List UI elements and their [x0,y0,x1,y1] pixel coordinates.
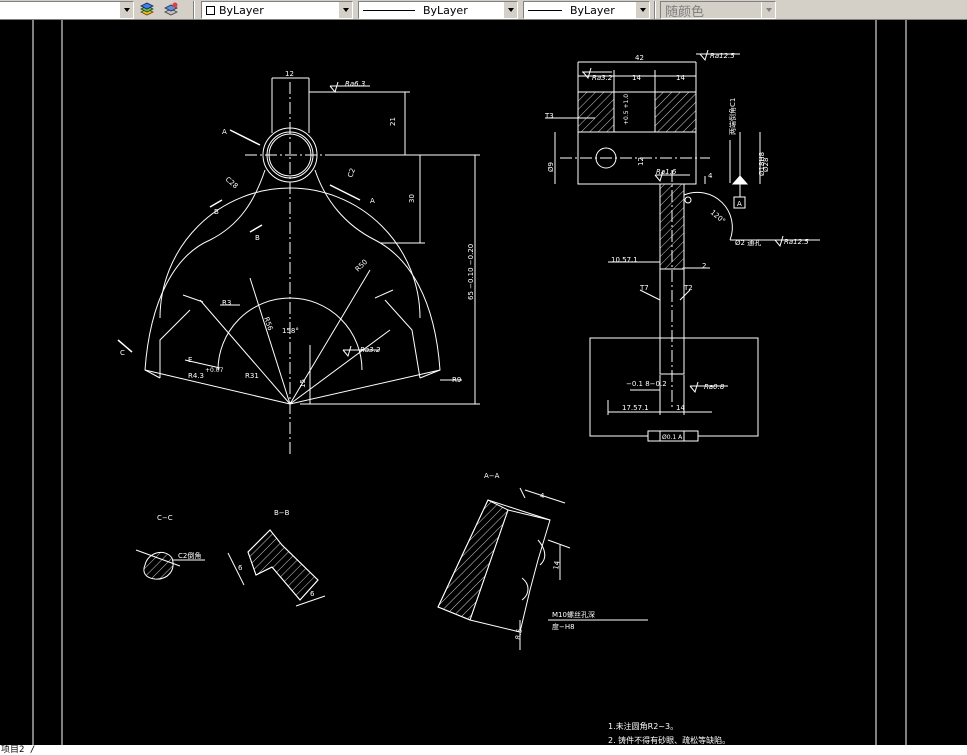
dim-r9: R9 [452,376,461,384]
section-aa-title: A−A [484,472,500,480]
section-bb-labels: B−B 6 6 [238,509,315,598]
section-mark-b1: B [214,208,219,216]
dim-w1057: 10.57.1 [611,256,638,264]
toolbar-separator [654,1,656,19]
section-mark-a2: A [370,197,375,205]
layer-previous-icon[interactable] [139,2,155,18]
section-mark-b2: B [255,234,260,242]
note-1: 1.未注圆角R2~3。 [608,721,678,731]
section-bb-title: B−B [274,509,290,517]
dim-r31: R31 [245,372,259,380]
dim-14a: 14 [632,74,641,82]
section-cc-labels: C−C C2倒角 [157,514,201,560]
layer-stack-icon[interactable] [163,2,179,18]
plotstyle-dropdown: 随颜色 [660,1,776,19]
toolbar-separator [193,1,195,19]
dim-tol43: +0.07 [205,367,224,374]
layer-dropdown[interactable] [0,1,134,19]
note-2: 2. 铸件不得有砂眼、疏松等缺陷。 [608,735,730,745]
chevron-down-icon[interactable] [338,2,352,18]
color-dropdown[interactable]: ByLayer [201,1,353,19]
dim-angle120: 120° [709,208,727,225]
section-aa-note2: 度−H8 [552,622,575,631]
section-mark-a1: A [222,128,227,136]
dim-d18: Ø18H8 [758,152,766,176]
section-cc [135,549,205,580]
command-line[interactable]: 项目2 / [0,745,967,755]
dim-w1757: 17.57.1 [622,404,649,412]
roughness-top-right: Ra12.5 [710,52,735,60]
dim-c28: C28 [224,175,240,190]
chevron-down-icon[interactable] [119,2,133,18]
datum-a: A [737,200,742,208]
dim-c2: C2 [346,167,357,179]
section-mark-c: C [120,349,125,357]
tol-t3: T3 [544,112,554,120]
dim-h12: 12 [637,157,645,166]
note-through-hole: Ø2 通孔 [735,238,761,247]
fork-front-view-labels: 12 Ra6.3 21 30 C2 C28 R50 R3 R56 158° Ra… [120,70,475,388]
drawing-frame [32,20,907,745]
note-chamfer: 两端倒角C1 [728,98,737,135]
linetype-dropdown[interactable]: ByLayer [358,1,518,19]
dim-d2: 2 [702,262,706,270]
chevron-down-icon[interactable] [635,2,649,18]
linetype-label: ByLayer [423,3,468,17]
dim-d28: Ø28 [762,158,770,172]
dim-h21: 21 [389,117,397,126]
tol-t2: T2 [683,284,693,292]
drawing-canvas[interactable]: 12 Ra6.3 21 30 C2 C28 R50 R3 R56 158° Ra… [0,20,967,745]
dim-h15: 15 [299,379,307,388]
technical-notes: 1.未注圆角R2~3。 2. 铸件不得有砂眼、疏松等缺陷。 [608,721,730,745]
section-aa-d8: 8.5 [514,628,524,640]
dim-r43: R4.3 [188,372,204,380]
dim-top-width: 12 [285,70,294,78]
plotstyle-label: 随颜色 [665,4,705,19]
section-aa [437,487,648,650]
dim-h30: 30 [408,194,416,203]
lineweight-dropdown[interactable]: ByLayer [523,1,650,19]
roughness-top: Ra6.3 [345,80,365,88]
section-bb [227,529,326,607]
roughness-ra08: Ra0.8 [704,383,725,391]
dim-r3: R3 [222,299,231,307]
chevron-down-icon [761,2,775,18]
tol-b: −0.1 8−0.2 [626,380,667,388]
dim-w42: 42 [635,54,644,62]
fork-front-view [117,77,480,455]
linetype-sample-icon [363,9,415,11]
chevron-down-icon[interactable] [503,2,517,18]
section-aa-d4: 4 [540,492,545,500]
section-aa-note1: M10螺丝孔深 [552,610,595,619]
section-cc-title: C−C [157,514,173,522]
section-aa-d14: 14 [552,560,562,571]
roughness-inner: Ra3.2 [360,346,381,354]
dim-r56: R56 [262,316,274,332]
lineweight-sample-icon [528,9,562,11]
color-swatch-icon [206,5,215,15]
dim-e: E [188,356,192,364]
roughness-ra32-right: Ra3.2 [592,74,613,82]
fork-side-view [545,49,820,442]
dim-14b: 14 [676,74,685,82]
dim-r50: R50 [354,258,369,273]
tol-t7: T7 [639,284,649,292]
roughness-hole: Ra12.5 [784,238,809,246]
dim-d4: 4 [708,172,713,180]
fork-side-view-labels: 42 Ra12.5 Ra3.2 14 14 两端倒角C1 T3 +0.5 +1.… [544,52,809,441]
gdt-frame: Ø0.1 A [662,434,683,441]
dim-angle158: 158° [282,327,299,335]
dim-14c: 14 [676,404,685,412]
section-bb-d6a: 6 [238,564,243,572]
roughness-ra16: Ra1.6 [656,168,677,176]
dim-overall: 65 −0.10 −0.20 [467,244,475,300]
tol-v: +0.5 +1.0 [623,94,630,125]
properties-toolbar: ByLayer ByLayer ByLayer 随颜色 [0,0,967,20]
dim-d9: Ø9 [547,162,555,172]
lineweight-label: ByLayer [570,3,615,17]
color-label: ByLayer [219,3,264,17]
section-aa-labels: A−A 4 14 8.5 M10螺丝孔深 度−H8 [484,472,595,640]
section-cc-note: C2倒角 [178,551,201,560]
section-bb-d6b: 6 [310,590,315,598]
